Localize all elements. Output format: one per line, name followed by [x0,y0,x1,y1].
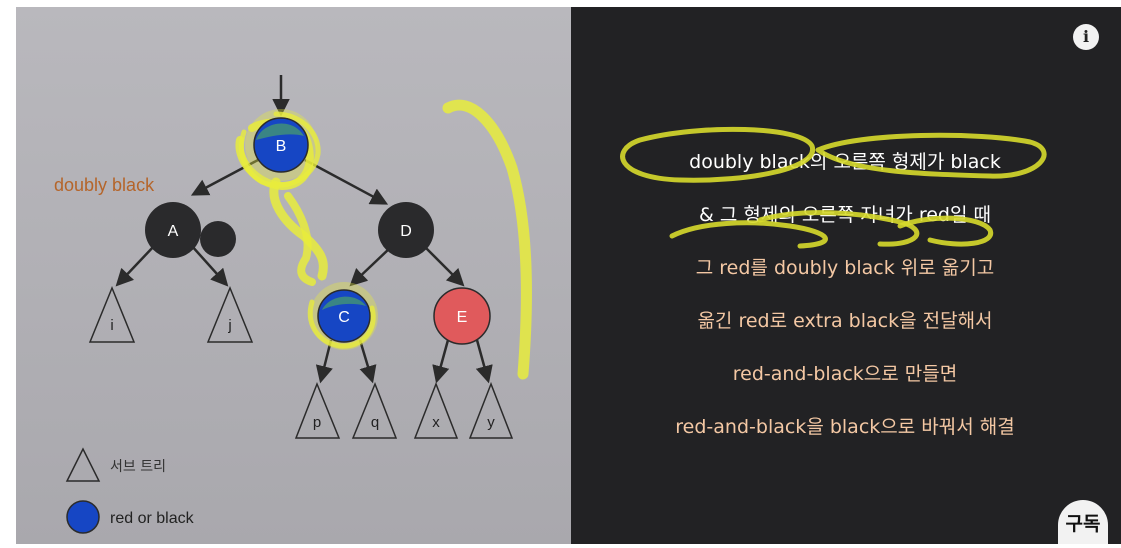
subtree-j [206,286,254,343]
subtree-p [294,381,341,439]
edge-D-C [349,247,391,287]
step-4: 옮긴 red로 extra black을 전달해서 [697,310,992,332]
node-label-A: A [168,223,179,240]
subtree-label-q: q [371,414,379,431]
legend: 서브 트리 red or black [65,447,195,534]
subtree-y [468,381,514,439]
edge-D-E [425,247,465,287]
subtree-label-y: y [487,414,495,431]
doubly-black-annotation: doubly black [54,175,155,195]
subtree-label-i: i [110,317,113,334]
text-scribbles [620,126,1047,249]
step-3: 그 red를 doubly black 위로 옮기고 [696,257,994,279]
step-6: red-and-black을 black으로 바꿔서 해결 [675,416,1014,438]
legend-red-or-black-label: red or black [110,510,195,527]
edge-E-x [432,339,450,384]
subtree-q [351,381,398,439]
tree-edges [115,75,493,384]
edge-E-y [475,339,493,384]
edge-C-q [358,339,377,384]
subtree-i [88,286,136,343]
info-icon[interactable]: i [1073,24,1099,50]
extra-black-token [200,221,236,257]
subscribe-button[interactable]: 구독 [1058,500,1108,544]
subtree-label-j: j [227,317,231,334]
node-label-C: C [338,309,350,326]
tree-nodes [145,109,491,350]
edge-A-j [190,244,229,287]
node-label-E: E [457,309,468,326]
node-D [378,202,434,258]
node-E [433,287,491,345]
step-5: red-and-black으로 만들면 [733,363,957,385]
subtree-label-p: p [313,414,321,431]
node-labels: B A D C E [168,138,468,326]
legend-subtree-icon [65,447,101,482]
subtree-x [413,381,459,439]
subtree-label-x: x [432,414,440,431]
edge-B-D [304,158,389,205]
diagram-panel [16,7,571,544]
subtrees [88,286,514,439]
node-highlights [238,111,376,349]
edge-A-i [115,244,156,287]
subtree-labels: i j p q x y [110,317,495,431]
edge-C-p [315,339,333,384]
node-label-D: D [400,223,412,240]
legend-subtree-label: 서브 트리 [110,459,166,475]
node-label-B: B [276,138,287,155]
node-A [145,202,201,258]
text-panel [571,7,1121,544]
legend-red-or-black-icon [66,500,100,534]
